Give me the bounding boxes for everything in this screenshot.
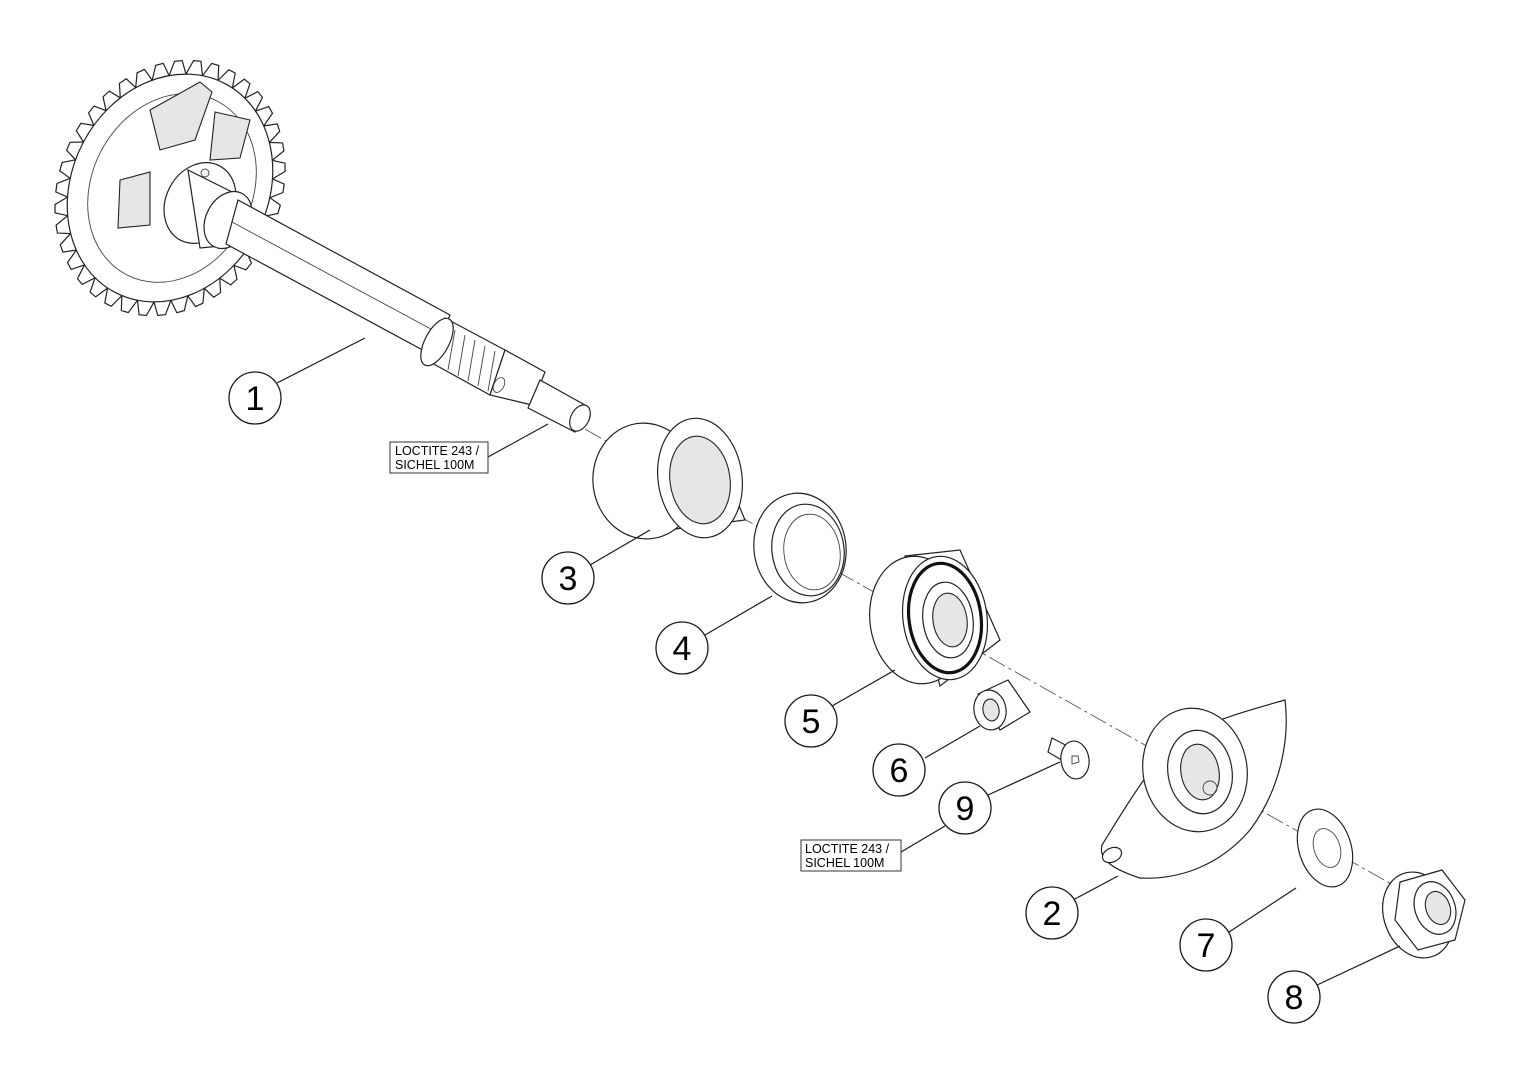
callout-9: 9 [938, 781, 992, 835]
callout-7: 7 [1179, 918, 1233, 972]
torx-recess [1071, 755, 1080, 765]
part-4-ring [753, 492, 847, 604]
gear-window [209, 111, 251, 161]
callout-label-7: 7 [1197, 927, 1216, 965]
callout-4: 4 [655, 621, 709, 675]
hub-hole [200, 168, 210, 178]
callout-label-4: 4 [673, 630, 692, 668]
part-8-flange-nut [1382, 869, 1466, 959]
note-1-line-1: LOCTITE 243 / [395, 444, 480, 458]
gear-window [117, 171, 151, 229]
shaft-tip-face [569, 404, 591, 432]
callout-label-9: 9 [956, 790, 975, 828]
note-1-line-2: SICHEL 100M [395, 458, 474, 472]
spline-ring [420, 317, 454, 367]
callout-8: 8 [1267, 970, 1321, 1024]
counterweight-bore [1101, 846, 1123, 864]
shaft-body [225, 199, 451, 356]
callout-label-3: 3 [559, 560, 578, 598]
spline-lines [447, 329, 496, 392]
part-9-screw [1047, 737, 1090, 780]
part-2-counterweight [1100, 699, 1287, 879]
callout-label-1: 1 [246, 380, 265, 418]
callout-label-6: 6 [890, 752, 909, 790]
note-box-threadlocker-2: LOCTITE 243 / SICHEL 100M [800, 839, 902, 872]
gear-window [149, 81, 213, 151]
callout-3: 3 [541, 551, 595, 605]
part-5-bearing [869, 549, 1001, 688]
callout-label-8: 8 [1285, 979, 1304, 1017]
leader-lines [276, 337, 1401, 987]
callout-1: 1 [228, 371, 282, 425]
note-2-line-1: LOCTITE 243 / [805, 842, 890, 856]
callout-label-5: 5 [802, 703, 821, 741]
part-7-washer [1296, 808, 1354, 888]
part-1-gear-shaft [54, 59, 591, 433]
shaft-keyhole [492, 377, 506, 393]
callout-label-2: 2 [1043, 895, 1062, 933]
callout-2: 2 [1025, 886, 1079, 940]
part-6-tab-washer [973, 679, 1031, 731]
callout-6: 6 [872, 743, 926, 797]
part-3-sleeve [592, 417, 746, 540]
note-2-line-2: SICHEL 100M [805, 856, 884, 870]
note-box-threadlocker-1: LOCTITE 243 / SICHEL 100M [389, 441, 489, 474]
callout-5: 5 [784, 694, 838, 748]
